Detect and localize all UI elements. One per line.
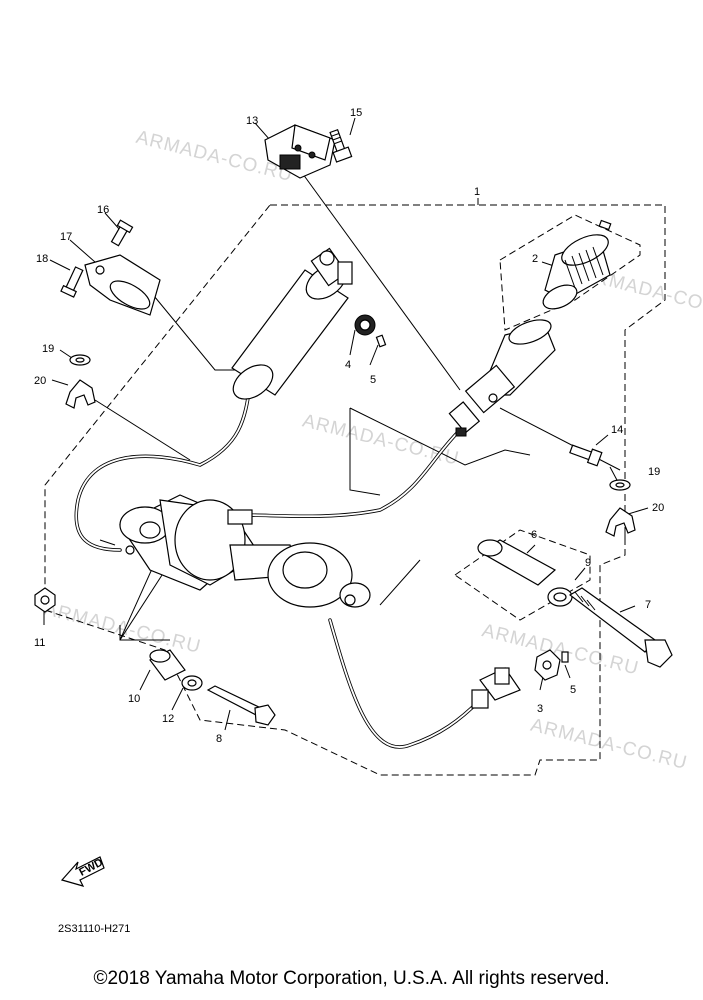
washer-19-right	[609, 479, 631, 491]
callout-5-lower: 5	[570, 684, 576, 696]
callout-16: 16	[97, 204, 109, 216]
callout-18: 18	[36, 253, 48, 265]
callout-20-right: 20	[652, 502, 664, 514]
copyright-notice: ©2018 Yamaha Motor Corporation, U.S.A. A…	[93, 968, 610, 989]
watermark: ARMADA-CO.RU	[300, 411, 461, 470]
bolt-18	[60, 266, 84, 298]
nut-11	[34, 587, 56, 613]
washer-19-left	[69, 354, 91, 366]
bracket-17	[84, 254, 161, 316]
callout-13: 13	[246, 115, 258, 127]
collar-10	[149, 649, 186, 681]
callout-7: 7	[645, 599, 651, 611]
preload-hose	[328, 618, 482, 749]
adjuster-2	[542, 219, 612, 310]
adjuster-hose	[238, 428, 462, 518]
adjuster-outline	[499, 214, 641, 331]
bracket-13	[264, 124, 336, 179]
fwd-label: FWD	[77, 856, 105, 878]
adjuster-body	[448, 319, 556, 437]
bolt-8	[206, 685, 276, 726]
bolt-7	[568, 587, 673, 668]
callout-3: 3	[537, 703, 543, 715]
collar-group-outline	[454, 529, 591, 621]
callout-6: 6	[531, 529, 537, 541]
callout-11: 11	[34, 637, 45, 649]
callout-2: 2	[532, 253, 538, 265]
callout-20-left: 20	[34, 375, 46, 387]
callout-5-upper: 5	[370, 374, 376, 386]
screw-5-upper	[375, 334, 387, 348]
leader-lines	[43, 117, 649, 731]
bolt-14	[569, 444, 603, 467]
callouts: 1 2 3 4 5 5 6 7 8 9 10 11 12 13 14 15 16…	[34, 107, 664, 745]
callout-10: 10	[128, 693, 140, 705]
callout-8: 8	[216, 733, 222, 745]
clip-20-left	[65, 379, 96, 409]
shock-body	[99, 494, 371, 608]
collar-6	[477, 539, 557, 586]
preload-adjuster	[471, 667, 521, 709]
callout-14: 14	[611, 424, 623, 436]
bolt-15	[329, 128, 353, 163]
clip-20-right	[605, 507, 636, 537]
watermark: ARMADA-CO.RU	[42, 599, 203, 658]
spacer-12	[181, 675, 203, 691]
screw-5-lower	[561, 651, 569, 663]
callout-17: 17	[60, 231, 72, 243]
callout-12: 12	[162, 713, 174, 725]
callout-9: 9	[585, 557, 591, 569]
reservoir	[231, 247, 353, 400]
bolt-16	[110, 219, 134, 247]
callout-1: 1	[474, 186, 480, 198]
knob-4	[354, 314, 376, 336]
fwd-arrow: FWD	[60, 856, 105, 887]
watermark: ARMADA-CO.RU	[528, 715, 689, 774]
callout-4: 4	[345, 359, 351, 371]
diagram-code: 2S31110-H271	[58, 923, 130, 935]
callout-19-left: 19	[42, 343, 54, 355]
reservoir-hose	[74, 383, 252, 552]
callout-15: 15	[350, 107, 362, 119]
callout-19-right: 19	[648, 466, 660, 478]
nut-3	[534, 649, 561, 681]
washer-9	[547, 587, 573, 607]
